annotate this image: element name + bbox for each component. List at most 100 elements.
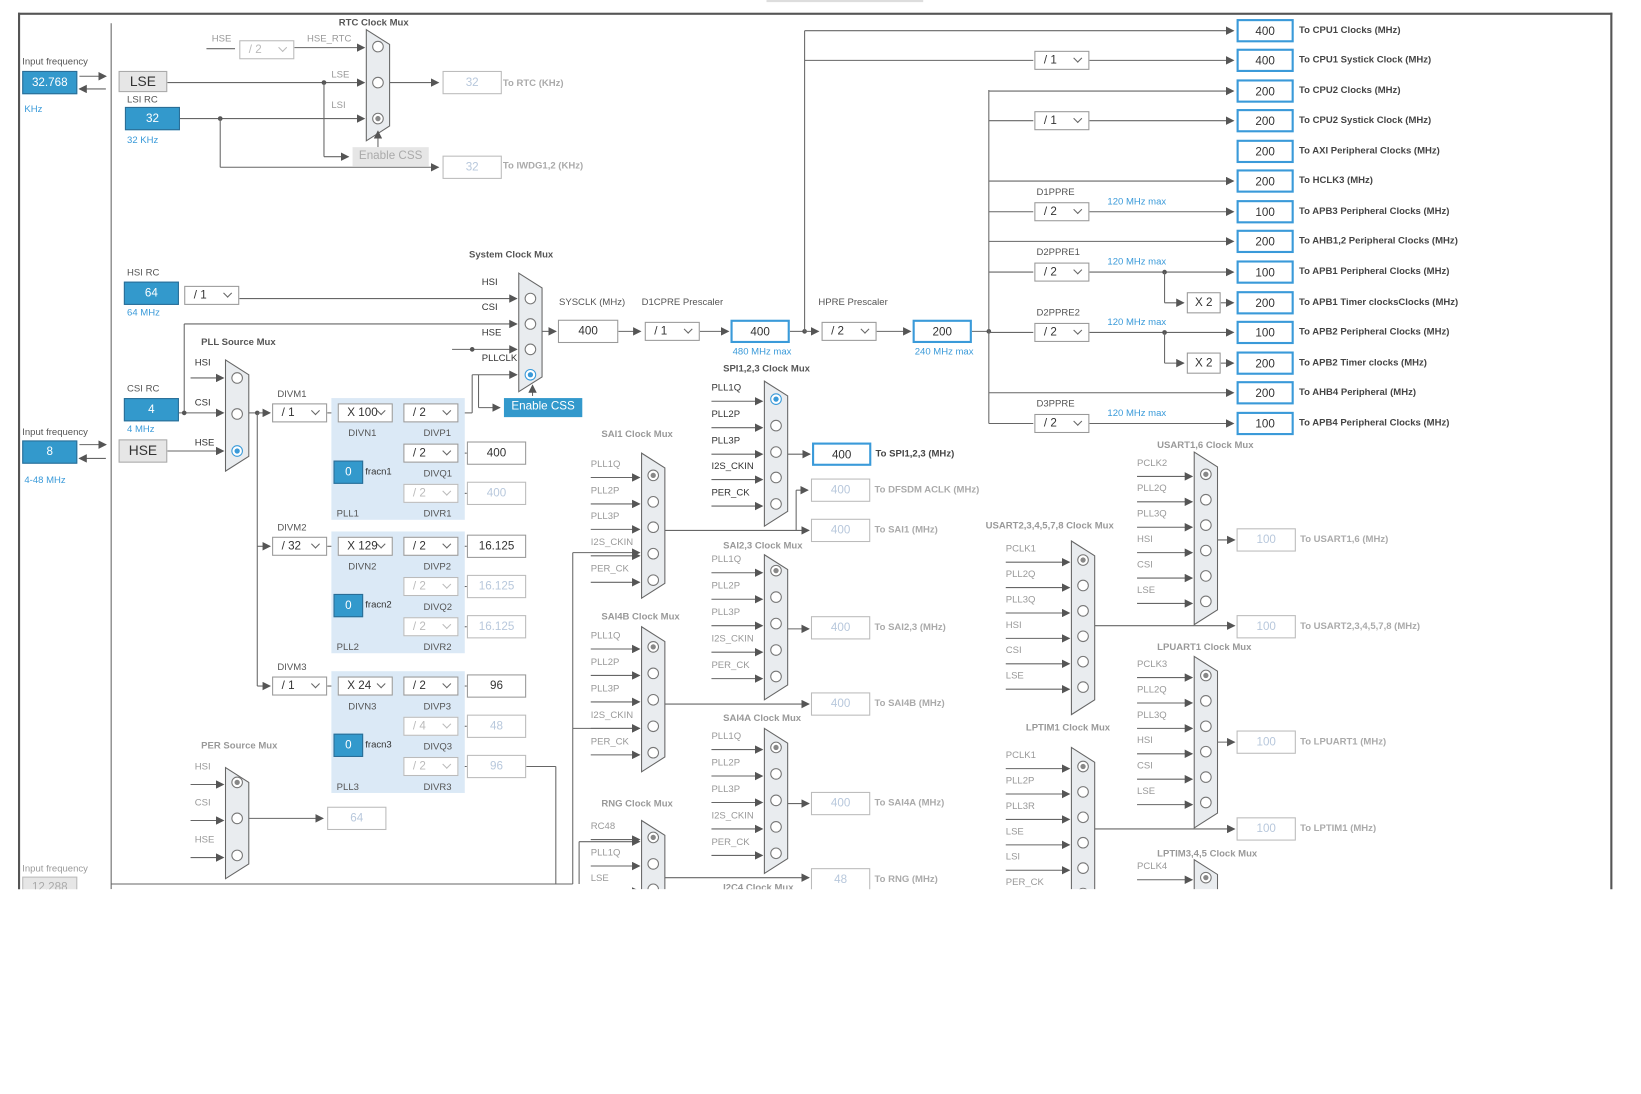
divr2-label: DIVR2 — [423, 641, 452, 653]
pll-mux-input-hsi: HSI — [194, 356, 211, 368]
system-clock-mux-radio-2[interactable] — [524, 343, 537, 356]
per-source-mux-radio-1[interactable] — [231, 812, 243, 825]
i2s-input-frequency[interactable]: 12.288 — [22, 876, 78, 890]
rtc-clock-mux-radio-0[interactable] — [372, 40, 384, 53]
usart1-6-clock-mux-radio-3[interactable] — [1200, 544, 1212, 557]
d1cpre-max: 480 MHz max — [732, 346, 792, 357]
usart1-6-clock-mux — [1193, 451, 1219, 626]
sai4b-clock-mux-radio-2[interactable] — [647, 693, 660, 706]
lpuart1-clock-mux-radio-1[interactable] — [1200, 695, 1212, 707]
pll-source-mux-radio-1[interactable] — [231, 408, 243, 420]
d1ppre-max: 120 MHz max — [1107, 195, 1167, 207]
spi1-2-3-clock-mux-radio-3[interactable] — [770, 471, 782, 484]
sai4b-clock-mux-radio-4[interactable] — [647, 746, 660, 759]
pll1-q-output: 400 — [466, 441, 527, 465]
d2ppre2-prescaler[interactable]: / 2 — [1034, 322, 1090, 342]
usart1-6-clock-mux-radio-1[interactable] — [1200, 493, 1212, 506]
sai1-clock-mux-radio-1[interactable] — [647, 496, 660, 508]
divn1-multiplier[interactable]: X 100 — [337, 403, 393, 423]
hsi-label: HSI RC — [127, 266, 160, 278]
cpu1-systick-divider[interactable]: / 1 — [1034, 50, 1090, 70]
hpre-prescaler[interactable]: / 2 — [821, 321, 877, 341]
hsi-divider[interactable]: / 1 — [184, 285, 240, 305]
sai2-3-clock-mux-input-pll2p: PLL2P — [711, 580, 741, 591]
sai4a-clock-mux-radio-3[interactable] — [770, 821, 782, 833]
cpu-clock-value: 400 — [730, 319, 790, 344]
iwdg-output-label: To IWDG1,2 (KHz) — [502, 159, 584, 171]
usart2-3-4-5-7-8-clock-mux-radio-2[interactable] — [1077, 605, 1089, 617]
system-clock-mux-radio-1[interactable] — [524, 318, 537, 330]
chevron-down-icon — [376, 539, 386, 549]
lse-input-frequency[interactable]: 32.768 — [22, 70, 78, 95]
sai2-3-clock-mux-radio-2[interactable] — [770, 617, 782, 630]
lptim1-clock-mux-radio-3[interactable] — [1077, 836, 1089, 849]
usart1-6-clock-mux-output-value: 100 — [1236, 528, 1296, 552]
sai4a-clock-mux-radio-1[interactable] — [770, 768, 782, 780]
per-source-mux-radio-2[interactable] — [231, 849, 243, 862]
d2ppre1-prescaler[interactable]: / 2 — [1034, 262, 1090, 282]
sai2-3-clock-mux-radio-4[interactable] — [770, 670, 782, 683]
divq1-divider[interactable]: / 2 — [403, 443, 459, 463]
lpuart1-clock-mux-radio-4[interactable] — [1200, 771, 1212, 783]
divp3-divider[interactable]: / 2 — [403, 676, 459, 696]
usart1-6-clock-mux-radio-5[interactable] — [1200, 595, 1212, 608]
spi1-2-3-clock-mux-radio-4[interactable] — [770, 498, 782, 510]
lptim1-clock-mux-output-value: 100 — [1236, 817, 1296, 841]
usart2-3-4-5-7-8-clock-mux-output-label: To USART2,3,4,5,7,8 (MHz) — [1300, 620, 1421, 631]
divp1-divider[interactable]: / 2 — [403, 403, 459, 423]
divm3-divider[interactable]: / 1 — [272, 676, 328, 696]
sai1-clock-mux-radio-3[interactable] — [647, 547, 660, 560]
rng-clock-mux-radio-1[interactable] — [647, 858, 660, 870]
divn3-multiplier[interactable]: X 24 — [337, 676, 393, 696]
usart2-3-4-5-7-8-clock-mux-radio-5[interactable] — [1077, 681, 1089, 693]
output-value-6: 100 — [1236, 200, 1294, 224]
divm2-divider[interactable]: / 32 — [272, 536, 328, 556]
usart1-6-clock-mux-radio-2[interactable] — [1200, 519, 1212, 531]
pll2-p-output: 16.125 — [466, 534, 527, 558]
sai4a-clock-mux-radio-4[interactable] — [770, 847, 782, 860]
sai2-3-clock-mux-radio-1[interactable] — [770, 591, 782, 603]
spi1-2-3-clock-mux-radio-2[interactable] — [770, 446, 782, 458]
fracn1-value[interactable]: 0 — [333, 460, 364, 484]
sai1-clock-mux-radio-4[interactable] — [647, 574, 660, 586]
fracn2-value[interactable]: 0 — [333, 593, 364, 618]
sai4b-clock-mux-radio-1[interactable] — [647, 667, 660, 680]
hse-input-frequency[interactable]: 8 — [22, 440, 78, 464]
lpuart1-clock-mux-radio-3[interactable] — [1200, 745, 1212, 758]
sai1-clock-mux-input-i2s-ckin: I2S_CKIN — [590, 536, 634, 548]
cpu2-systick-divider[interactable]: / 1 — [1034, 111, 1090, 131]
rtc-enable-css-button[interactable]: Enable CSS — [352, 147, 429, 167]
d1ppre-prescaler[interactable]: / 2 — [1034, 202, 1090, 222]
lse-source: LSE — [118, 70, 168, 93]
divp2-divider[interactable]: / 2 — [403, 536, 459, 556]
output-label-1: To CPU1 Systick Clock (MHz) — [1299, 53, 1432, 65]
usart2-3-4-5-7-8-clock-mux-radio-3[interactable] — [1077, 630, 1089, 643]
usart2-3-4-5-7-8-clock-mux-radio-1[interactable] — [1077, 579, 1089, 592]
lpuart1-clock-mux-input-lse: LSE — [1137, 785, 1156, 797]
lptim1-clock-mux-radio-1[interactable] — [1077, 786, 1089, 798]
rtc-clock-mux-radio-1[interactable] — [372, 76, 384, 89]
sai1-clock-mux-radio-2[interactable] — [647, 521, 660, 534]
system-clock-mux-radio-0[interactable] — [524, 292, 537, 305]
hpre-prescaler-value: / 2 — [831, 325, 845, 338]
lptim1-clock-mux-radio-4[interactable] — [1077, 862, 1089, 874]
pll-source-mux-radio-0[interactable] — [231, 372, 243, 384]
usart2-3-4-5-7-8-clock-mux-radio-4[interactable] — [1077, 655, 1089, 668]
sai2-3-clock-mux-radio-3[interactable] — [770, 644, 782, 656]
sai4b-clock-mux-radio-3[interactable] — [647, 720, 660, 733]
lptim1-clock-mux-radio-2[interactable] — [1077, 811, 1089, 824]
lpuart1-clock-mux-radio-5[interactable] — [1200, 796, 1212, 809]
radio-selected-dot — [650, 834, 656, 841]
system-enable-css-button[interactable]: Enable CSS — [503, 398, 583, 418]
lptim1-clock-mux-radio-5[interactable] — [1078, 887, 1089, 890]
fracn3-value[interactable]: 0 — [333, 733, 364, 757]
d1cpre-prescaler[interactable]: / 1 — [644, 321, 700, 341]
spi1-2-3-clock-mux-radio-1[interactable] — [770, 419, 782, 432]
lpuart1-clock-mux-input-hsi: HSI — [1137, 734, 1153, 746]
divm1-divider[interactable]: / 1 — [272, 403, 328, 423]
sai4a-clock-mux-radio-2[interactable] — [770, 794, 782, 807]
usart1-6-clock-mux-radio-4[interactable] — [1200, 570, 1212, 582]
d3ppre-prescaler[interactable]: / 2 — [1034, 413, 1090, 434]
lpuart1-clock-mux-radio-2[interactable] — [1200, 720, 1212, 733]
divn2-multiplier[interactable]: X 129 — [337, 536, 393, 556]
